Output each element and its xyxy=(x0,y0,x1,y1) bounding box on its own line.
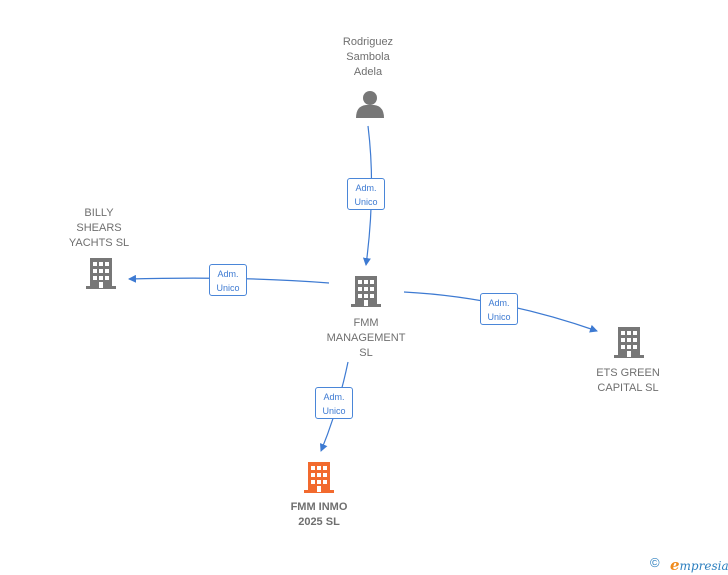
node-label-inmo[interactable]: FMM INMO 2025 SL xyxy=(269,500,369,530)
brand-initial: e xyxy=(670,556,680,574)
edge-badge-person-center[interactable]: Adm. Unico xyxy=(347,178,385,210)
node-label-line: ETS GREEN xyxy=(596,367,660,379)
node-label-ets[interactable]: ETS GREEN CAPITAL SL xyxy=(578,366,678,396)
node-label-line: FMM INMO xyxy=(290,501,348,513)
node-label-line: MANAGEMENT xyxy=(326,332,406,344)
edge-badge-center-ets[interactable]: Adm. Unico xyxy=(480,293,518,325)
node-label-line: Sambola xyxy=(346,51,390,63)
node-label-line: Rodriguez xyxy=(342,36,394,48)
node-label-line: BILLY xyxy=(84,207,114,219)
edge-badge-role: Adm. xyxy=(323,392,345,402)
brand-logo[interactable]: empresia xyxy=(670,556,728,574)
node-label-line: Adela xyxy=(353,66,383,78)
node-label-center[interactable]: FMM MANAGEMENT SL xyxy=(306,316,426,361)
building-icon[interactable] xyxy=(351,276,381,307)
edge-badge-center-billy[interactable]: Adm. Unico xyxy=(209,264,247,296)
node-label-line: 2025 SL xyxy=(298,516,340,528)
edge-badge-role: Adm. xyxy=(217,269,239,279)
node-label-line: FMM xyxy=(353,317,379,329)
node-label-billy[interactable]: BILLY SHEARS YACHTS SL xyxy=(49,206,149,251)
edge-badge-center-inmo[interactable]: Adm. Unico xyxy=(315,387,353,419)
building-icon[interactable] xyxy=(86,258,116,289)
node-label-line: CAPITAL SL xyxy=(597,382,659,394)
copyright-icon: © xyxy=(650,555,660,570)
building-icon[interactable] xyxy=(304,462,334,493)
person-icon[interactable] xyxy=(356,91,384,118)
node-label-line: YACHTS SL xyxy=(68,237,130,249)
edge-badge-role: Unico xyxy=(216,283,240,293)
brand-name: mpresia xyxy=(679,559,728,573)
node-label-person[interactable]: Rodriguez Sambola Adela xyxy=(318,35,418,80)
edge-badge-role: Unico xyxy=(487,312,511,322)
edge-badge-role: Adm. xyxy=(488,298,510,308)
node-label-line: SHEARS xyxy=(76,222,122,234)
edge-badge-role: Adm. xyxy=(355,183,377,193)
node-label-line: SL xyxy=(359,347,373,359)
edge-badge-role: Unico xyxy=(322,406,346,416)
building-icon[interactable] xyxy=(614,327,644,358)
edge-badge-role: Unico xyxy=(354,197,378,207)
